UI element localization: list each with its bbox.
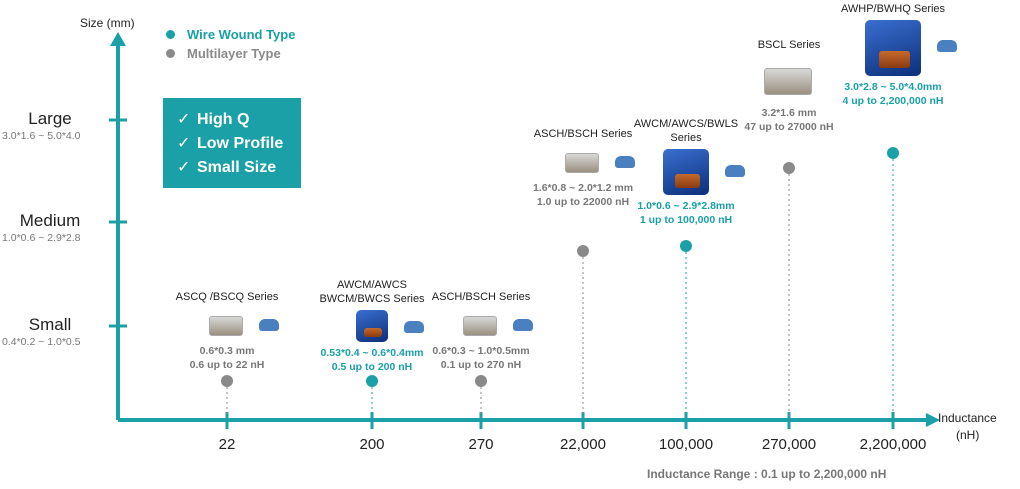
x-axis-arrow [926,413,940,427]
y-level-label: Large [28,109,72,128]
coil-winding [674,174,700,189]
series-name: AWHP/BWHQ Series [840,3,946,15]
feature-item: ✓ Low Profile [177,132,287,156]
data-point [577,245,589,257]
car-icon [513,319,533,332]
car-icon [404,321,424,334]
point-label-block: AWHP/BWHQ Series 3.0*2.8 ~ 5.0*4.0mm 4 up … [803,2,983,108]
inductance-spec: 0.1 up to 270 nH [440,359,522,371]
wire-wound-component-image [657,149,745,195]
data-point [475,375,487,387]
check-icon: ✓ [177,135,191,152]
component-body [463,316,497,336]
series-name: BWCM/BWCS Series [319,293,425,305]
series-name: Series [670,132,702,144]
component-body [565,153,599,173]
size-spec: 1.6*0.8 ~ 2.0*1.2 mm [532,182,634,194]
component-body [764,67,812,95]
x-tick-label: 200 [359,436,385,453]
series-name: AWCM/AWCS/BWLS [633,118,739,130]
car-icon [725,165,745,178]
legend-label-wire-wound: Wire Wound Type [187,27,296,42]
coil-winding [879,50,910,68]
series-name: ASCH/BSCH Series [431,291,531,303]
size-spec: 0.6*0.3 ~ 1.0*0.5mm [432,345,530,357]
car-icon [259,319,279,332]
wire-wound-component-image [350,310,424,342]
size-spec: 0.53*0.4 ~ 0.6*0.4mm [320,347,424,359]
inductance-spec: 1.0 up to 22000 nH [536,196,630,208]
series-name: BSCL Series [757,39,821,51]
data-point [783,162,795,174]
y-level-range: 3.0*1.6 ~ 5.0*4.0 [2,130,81,142]
series-name: ASCH/BSCH Series [533,128,633,140]
x-axis-label: Inductance [938,411,997,425]
size-spec: 3.0*2.8 ~ 5.0*4.0mm [844,81,942,93]
data-point [887,147,899,159]
data-point [680,240,692,252]
series-name: ASCQ /BSCQ Series [175,291,279,303]
feature-label: High Q [197,111,250,128]
legend-marker-multilayer [166,49,175,58]
x-tick-label: 100,000 [658,436,714,453]
series-name: AWCM/AWCS [336,279,408,291]
inductance-spec: 0.5 up to 200 nH [331,361,413,373]
x-tick-label: 22,000 [560,436,606,453]
inductance-spec: 0.6 up to 22 nH [189,359,265,371]
inductance-spec: 47 up to 27000 nH [744,121,834,133]
x-tick-label: 22 [218,436,236,453]
data-point [366,375,378,387]
y-level-range: 1.0*0.6 ~ 2.9*2.8 [2,232,81,244]
point-label-block: AWCM/AWCS BWCM/BWCS Series 0.53*0.4 ~ 0.6*… [282,278,462,374]
feature-box: ✓ High Q ✓ Low Profile ✓ Small Size [163,98,301,188]
car-icon [937,39,957,52]
x-axis-unit: (nH) [956,428,980,442]
point-label-block: BSCL Series 3.2*1.6 mm 47 up to 27000 nH [699,38,879,134]
y-level-label: Medium [19,211,81,230]
component-body [663,149,709,195]
wire-wound-component-image [859,20,957,76]
multilayer-component-image [760,56,818,102]
point-label-block: ASCH/BSCH Series 0.6*0.3 ~ 1.0*0.5mm 0.1 u… [391,290,571,372]
legend-item-wire-wound: Wire Wound Type [166,27,295,42]
coil-winding [364,327,382,338]
car-icon [615,156,635,169]
check-icon: ✓ [177,159,191,176]
point-label-block: ASCH/BSCH Series 1.6*0.8 ~ 2.0*1.2 mm 1.0 … [493,127,673,209]
y-level-label: Small [28,315,72,334]
size-spec: 0.6*0.3 mm [199,345,255,357]
inductance-spec: 4 up to 2,200,000 nH [842,95,944,107]
y-axis-arrow [110,32,126,46]
multilayer-component-image [561,145,635,177]
multilayer-component-image [205,308,279,340]
component-body [356,310,388,342]
multilayer-component-image [459,308,533,340]
feature-label: Small Size [197,159,277,176]
x-tick-label: 270 [468,436,494,453]
point-label-block: AWCM/AWCS/BWLS Series 1.0*0.6 ~ 2.9*2.8mm 1… [596,117,776,227]
inductance-range-note: Inductance Range : 0.1 up to 2,200,000 n… [647,467,887,481]
inductance-spec: 1 up to 100,000 nH [639,214,733,226]
feature-label: Low Profile [197,135,284,152]
component-body [865,20,921,76]
y-level-range: 0.4*0.2 ~ 1.0*0.5 [2,336,81,348]
y-axis-label: Size (mm) [80,16,135,30]
x-tick-label: 2,200,000 [859,436,927,453]
legend-marker-wire-wound [166,30,175,39]
feature-item: ✓ Small Size [177,156,287,180]
legend-item-multilayer: Multilayer Type [166,46,295,61]
point-label-block: ASCQ /BSCQ Series 0.6*0.3 mm 0.6 up to 22 … [137,290,317,372]
feature-item: ✓ High Q [177,108,287,132]
legend-label-multilayer: Multilayer Type [187,46,281,61]
legend: Wire Wound Type Multilayer Type [166,27,295,61]
size-spec: 3.2*1.6 mm [761,107,817,119]
x-tick-label: 270,000 [761,436,817,453]
data-point [221,375,233,387]
size-spec: 1.0*0.6 ~ 2.9*2.8mm [637,200,735,212]
component-body [209,316,243,336]
check-icon: ✓ [177,111,191,128]
